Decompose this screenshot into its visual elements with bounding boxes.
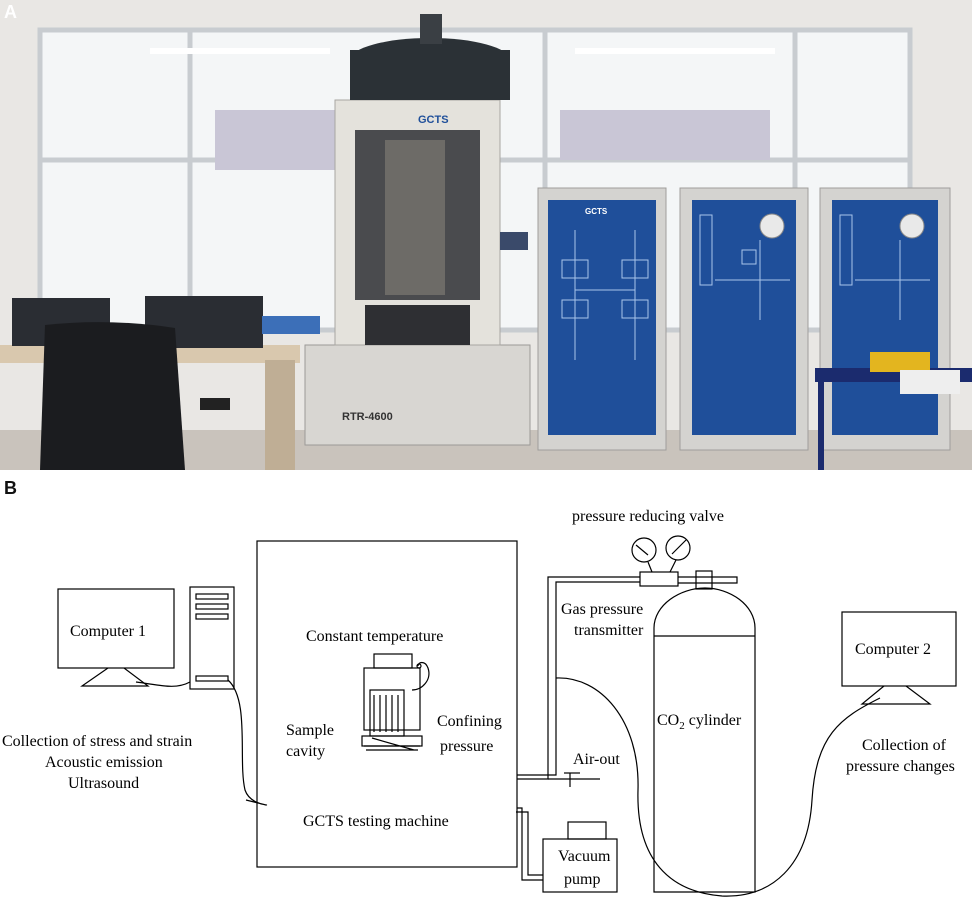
valve-outlet (678, 576, 738, 584)
sample-chamber (385, 140, 445, 295)
blind-left (215, 110, 335, 170)
label-collection-right-1: Collection of (862, 737, 947, 754)
tool-box (900, 370, 960, 394)
label-vacuum-1: Vacuum (558, 848, 611, 865)
top-cylinder (350, 50, 510, 100)
label-gcts-machine: GCTS testing machine (303, 813, 449, 830)
cabinet-3 (819, 187, 951, 451)
pressure-gauge-left (631, 537, 657, 563)
computer2-monitor (841, 611, 957, 687)
gauge-needle (635, 539, 687, 556)
cabinet-logo: GCTS (585, 207, 608, 216)
machine-lower (365, 305, 470, 345)
label-vacuum-2: pump (564, 871, 600, 888)
cabinet-2 (679, 187, 809, 451)
label-sample-2: cavity (286, 743, 325, 760)
machine-model: RTR-4600 (342, 411, 393, 423)
panel-label-a: A (4, 2, 17, 22)
blind-right (560, 110, 770, 160)
label-air-out: Air-out (573, 751, 620, 768)
tower-slot (195, 613, 229, 620)
label-confining-2: pressure (440, 738, 493, 755)
gas-line (517, 576, 640, 780)
sample-cavity-icon (361, 653, 430, 751)
gas-line (517, 581, 640, 776)
computer1-monitor (57, 588, 175, 669)
ceiling-light (150, 48, 330, 54)
computer1-stand (80, 667, 150, 687)
label-constant-temperature: Constant temperature (306, 628, 443, 645)
label-pressure-reducing-valve: pressure reducing valve (572, 508, 724, 525)
label-computer1: Computer 1 (70, 623, 146, 640)
tool-case (870, 352, 930, 372)
trolley-leg (818, 380, 824, 470)
label-computer2: Computer 2 (855, 641, 931, 658)
cabinet-1: GCTS (537, 187, 667, 451)
chair-arm (200, 398, 230, 410)
machine-base (304, 344, 531, 446)
tower-slot (195, 675, 229, 682)
desk-leg (265, 360, 295, 470)
co2-suffix: cylinder (685, 712, 742, 729)
pressure-gauge-right (665, 535, 691, 561)
co2-subscript: 2 (679, 720, 685, 732)
office-chair (40, 322, 185, 470)
top-fitting (420, 14, 442, 44)
control-panel (500, 232, 528, 250)
computer1-tower (189, 586, 235, 690)
cylinder-valve (695, 570, 713, 590)
computer2-stand (860, 685, 932, 705)
label-collection-left-3: Ultrasound (68, 775, 139, 792)
cable (227, 679, 268, 806)
tower-slot (195, 603, 229, 610)
co2-cylinder-outline (653, 587, 756, 893)
vacuum-line (516, 811, 543, 876)
label-collection-left-2: Acoustic emission (45, 754, 163, 771)
label-collection-right-2: pressure changes (846, 758, 955, 775)
cable (135, 681, 191, 687)
valve-body (639, 571, 679, 587)
small-box (262, 316, 320, 334)
panel-label-b: B (4, 478, 17, 498)
machine-logo: GCTS (418, 114, 449, 126)
label-gas-pressure-2: transmitter (574, 622, 644, 639)
label-sample-1: Sample (286, 722, 334, 739)
vacuum-pump-handle (567, 821, 607, 840)
gauge-stem (647, 559, 677, 573)
co2-prefix: CO (657, 712, 679, 729)
gcts-machine-box (256, 540, 518, 868)
label-collection-left-1: Collection of stress and strain (2, 733, 192, 750)
label-co2-cylinder: CO2 cylinder (657, 712, 742, 732)
label-gas-pressure-1: Gas pressure (561, 601, 643, 618)
label-confining-1: Confining (437, 713, 502, 730)
lab-photo: GCTS RTR-4600 GCTS (0, 0, 972, 470)
ceiling-light (575, 48, 775, 54)
cable-computer2 (555, 677, 881, 897)
vacuum-line (517, 807, 543, 881)
tower-slot (195, 593, 229, 600)
